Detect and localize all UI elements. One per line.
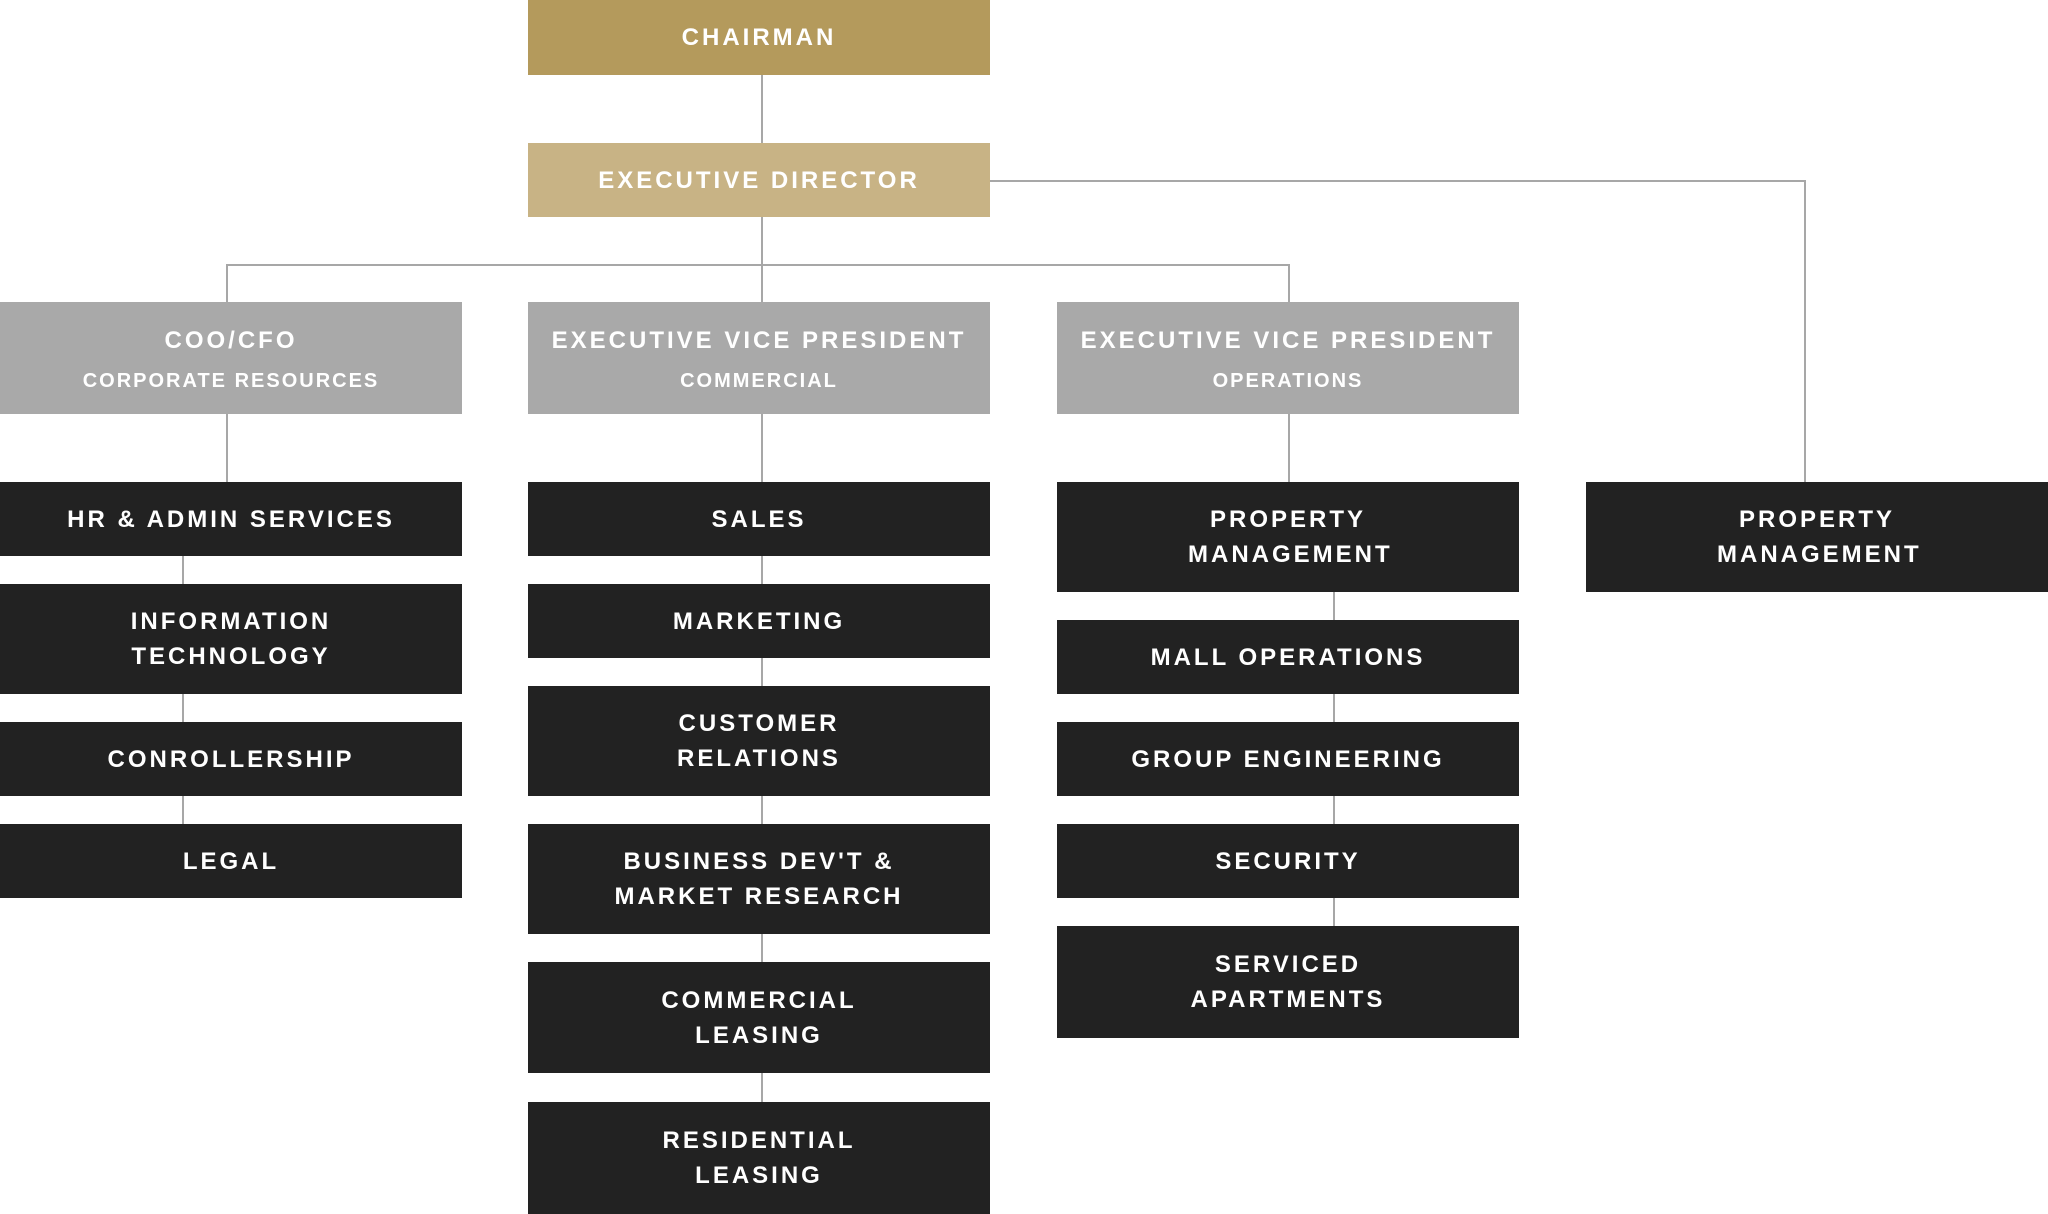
node-title: CUSTOMER RELATIONS — [677, 710, 841, 772]
department-node: GROUP ENGINEERING — [1057, 722, 1519, 796]
node-title: PROPERTY MANAGEMENT — [1717, 506, 1922, 568]
connector — [226, 264, 1290, 266]
node-title: CHAIRMAN — [681, 24, 837, 51]
node-title: MALL OPERATIONS — [1150, 643, 1426, 671]
department-node: CUSTOMER RELATIONS — [528, 686, 990, 796]
evp-commercial-node: EXECUTIVE VICE PRESIDENT COMMERCIAL — [528, 302, 990, 414]
node-title: GROUP ENGINEERING — [1131, 745, 1445, 773]
node-title: HR & ADMIN SERVICES — [67, 505, 395, 533]
node-title: LEGAL — [182, 847, 280, 875]
node-subtitle: CORPORATE RESOURCES — [82, 369, 380, 392]
connector — [761, 414, 763, 482]
connector — [761, 75, 763, 143]
node-title: EXECUTIVE VICE PRESIDENT — [1080, 326, 1496, 354]
node-title: SALES — [711, 505, 807, 533]
department-node: MARKETING — [528, 584, 990, 658]
department-node: CONROLLERSHIP — [0, 722, 462, 796]
node-title: BUSINESS DEV'T & MARKET RESEARCH — [614, 848, 904, 910]
connector — [990, 180, 1806, 182]
node-title: SECURITY — [1215, 847, 1361, 875]
connector — [226, 414, 228, 482]
node-title: SERVICED APARTMENTS — [1190, 951, 1386, 1013]
department-node: BUSINESS DEV'T & MARKET RESEARCH — [528, 824, 990, 934]
node-title: PROPERTY MANAGEMENT — [1188, 506, 1393, 568]
department-node: SECURITY — [1057, 824, 1519, 898]
coo-cfo-node: COO/CFO CORPORATE RESOURCES — [0, 302, 462, 414]
connector — [1288, 414, 1290, 482]
node-title: CONROLLERSHIP — [107, 745, 355, 773]
department-node: HR & ADMIN SERVICES — [0, 482, 462, 556]
executive-director-node: EXECUTIVE DIRECTOR — [528, 143, 990, 217]
evp-operations-node: EXECUTIVE VICE PRESIDENT OPERATIONS — [1057, 302, 1519, 414]
department-node: INFORMATION TECHNOLOGY — [0, 584, 462, 694]
connector — [226, 264, 228, 302]
connector — [761, 217, 763, 302]
node-subtitle: OPERATIONS — [1212, 369, 1364, 392]
department-node: MALL OPERATIONS — [1057, 620, 1519, 694]
department-node: RESIDENTIAL LEASING — [528, 1102, 990, 1214]
chairman-node: CHAIRMAN — [528, 0, 990, 75]
node-title: COO/CFO — [164, 326, 298, 354]
department-node: LEGAL — [0, 824, 462, 898]
department-node: SERVICED APARTMENTS — [1057, 926, 1519, 1038]
property-management-direct-node: PROPERTY MANAGEMENT — [1586, 482, 2048, 592]
node-title: EXECUTIVE DIRECTOR — [598, 166, 920, 194]
department-node: COMMERCIAL LEASING — [528, 962, 990, 1073]
node-title: INFORMATION TECHNOLOGY — [130, 608, 332, 670]
node-title: MARKETING — [672, 607, 846, 635]
node-subtitle: COMMERCIAL — [680, 369, 838, 392]
department-node: PROPERTY MANAGEMENT — [1057, 482, 1519, 592]
node-title: COMMERCIAL LEASING — [661, 986, 857, 1049]
node-title: EXECUTIVE VICE PRESIDENT — [551, 326, 967, 354]
connector — [1804, 180, 1806, 482]
node-title: RESIDENTIAL LEASING — [662, 1127, 856, 1189]
connector — [1288, 264, 1290, 302]
department-node: SALES — [528, 482, 990, 556]
